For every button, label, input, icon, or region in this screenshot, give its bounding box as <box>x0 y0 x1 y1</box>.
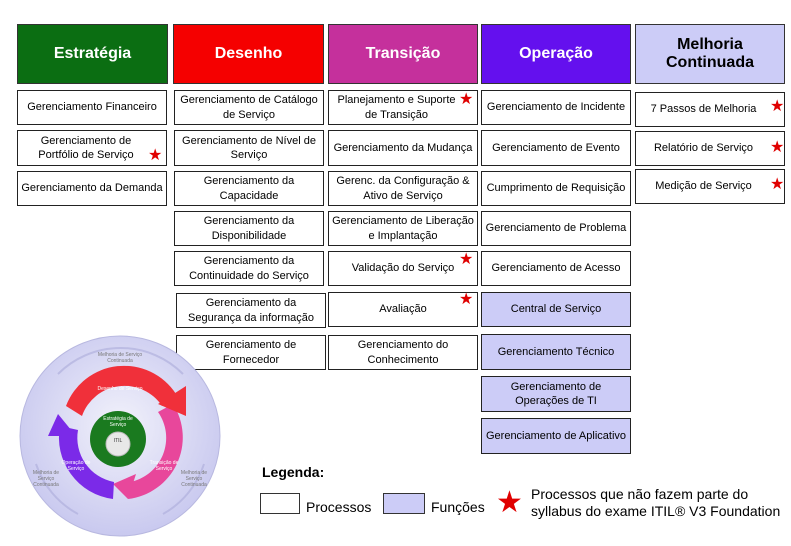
legend-label-processos: Processos <box>306 499 372 515</box>
process-nivel-servico: Gerenciamento de Nível de Serviço <box>174 130 324 166</box>
legend-label-star-note: Processos que não fazem parte do syllabu… <box>531 486 781 519</box>
star-icon: ★ <box>459 91 474 108</box>
function-operacoes-ti: Gerenciamento de Operações de TI <box>481 376 631 412</box>
process-gerenciamento-demanda: Gerenciamento da Demanda <box>17 171 167 206</box>
process-configuracao-ativo: Gerenc. da Configuração & Ativo de Servi… <box>328 171 478 206</box>
process-avaliacao: Avaliação <box>328 292 478 327</box>
star-icon: ★ <box>770 98 785 115</box>
process-requisicao: Cumprimento de Requisição <box>481 171 631 206</box>
process-disponibilidade: Gerenciamento da Disponibilidade <box>174 211 324 246</box>
star-icon: ★ <box>770 139 785 156</box>
header-estrategia: Estratégia <box>17 24 168 84</box>
lifecycle-wheel-graphic <box>19 335 221 537</box>
header-operacao: Operação <box>481 24 631 84</box>
legend-swatch-processos <box>260 493 300 514</box>
legend-title: Legenda: <box>262 464 325 480</box>
process-catalogo-servico: Gerenciamento de Catálogo de Serviço <box>174 90 324 125</box>
legend-swatch-funcoes <box>383 493 425 514</box>
process-liberacao-implantacao: Gerenciamento de Liberação e Implantação <box>328 211 478 246</box>
header-desenho: Desenho <box>173 24 324 84</box>
star-icon: ★ <box>496 486 523 519</box>
star-icon: ★ <box>770 176 785 193</box>
wheel-label-desenho: Desenho de Serviço <box>97 386 143 392</box>
wheel-label-estrategia: Estratégia de Serviço <box>103 416 133 428</box>
process-medicao-servico: Medição de Serviço <box>635 169 785 204</box>
process-validacao-servico: Validação do Serviço <box>328 251 478 286</box>
star-icon: ★ <box>459 251 474 268</box>
process-planejamento-transicao: Planejamento e Suporte de Transição <box>328 90 478 125</box>
process-fornecedor: Gerenciamento de Fornecedor <box>176 335 326 370</box>
star-icon: ★ <box>459 291 474 308</box>
legend-label-funcoes: Funções <box>431 499 485 515</box>
process-conhecimento: Gerenciamento do Conhecimento <box>328 335 478 370</box>
process-evento: Gerenciamento de Evento <box>481 130 631 166</box>
wheel-label-itil: ITIL <box>113 438 123 444</box>
process-capacidade: Gerenciamento da Capacidade <box>174 171 324 206</box>
process-relatorio-servico: Relatório de Serviço <box>635 131 785 166</box>
function-gerenciamento-tecnico: Gerenciamento Técnico <box>481 334 631 370</box>
process-seguranca: Gerenciamento da Segurança da informação <box>176 293 326 328</box>
process-continuidade: Gerenciamento da Continuidade do Serviço <box>174 251 324 286</box>
process-7-passos: 7 Passos de Melhoria <box>635 92 785 127</box>
itil-lifecycle-wheel: Melhoria de Serviço Continuada Desenho d… <box>18 334 222 538</box>
function-aplicativo: Gerenciamento de Aplicativo <box>481 418 631 454</box>
process-problema: Gerenciamento de Problema <box>481 211 631 246</box>
header-melhoria: Melhoria Continuada <box>635 24 785 84</box>
process-gerenciamento-portfolio: Gerenciamento de Portfólio de Serviço <box>17 130 167 166</box>
wheel-label-melhoria-top: Melhoria de Serviço Continuada <box>97 352 143 364</box>
star-icon: ★ <box>148 147 163 164</box>
process-mudanca: Gerenciamento da Mudança <box>328 130 478 166</box>
wheel-label-transicao: Transição de Serviço <box>149 460 179 472</box>
process-acesso: Gerenciamento de Acesso <box>481 251 631 286</box>
header-transicao: Transição <box>328 24 478 84</box>
process-incidente: Gerenciamento de Incidente <box>481 90 631 125</box>
wheel-label-operacao: Operação de Serviço <box>61 460 91 472</box>
wheel-label-melhoria-right: Melhoria de Serviço Continuada <box>180 470 208 488</box>
process-gerenciamento-financeiro: Gerenciamento Financeiro <box>17 90 167 125</box>
wheel-label-melhoria-left: Melhoria de Serviço Continuada <box>32 470 60 488</box>
function-central-servico: Central de Serviço <box>481 292 631 327</box>
